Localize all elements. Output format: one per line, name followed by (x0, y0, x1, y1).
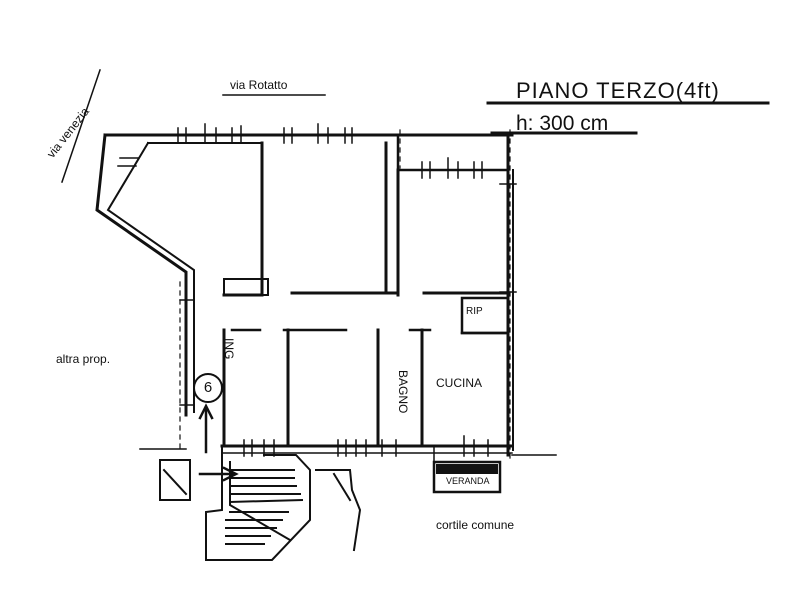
street-diagonal-line (61, 69, 101, 183)
window-ticks (117, 123, 517, 457)
north-closet (223, 278, 269, 296)
kitchen-label: CUCINA (436, 376, 483, 390)
street-top-label: via Rotatto (230, 78, 288, 92)
storage-closet (460, 296, 510, 335)
staircase (159, 445, 362, 561)
partition-3 (396, 133, 510, 172)
diagonal-west-wall-inner (106, 141, 195, 413)
entrance-label: ING (222, 338, 236, 360)
neighbor-label: altra prop. (56, 352, 111, 366)
veranda-label: VERANDA (446, 476, 490, 486)
property-boundaries (179, 129, 511, 461)
ceiling-height: h: 300 cm (516, 112, 609, 135)
stair-arrows (198, 403, 239, 482)
courtyard-label: cortile comune (436, 518, 515, 532)
veranda-hatch (436, 464, 498, 474)
veranda-box (432, 460, 502, 494)
plan-title: PIANO TERZO(4ft) (516, 78, 720, 103)
stair-marker: 6 (193, 373, 223, 403)
diagonal-west-wall (95, 133, 188, 417)
storage-label: RIP (466, 306, 483, 317)
bathroom-label: BAGNO (396, 370, 410, 414)
